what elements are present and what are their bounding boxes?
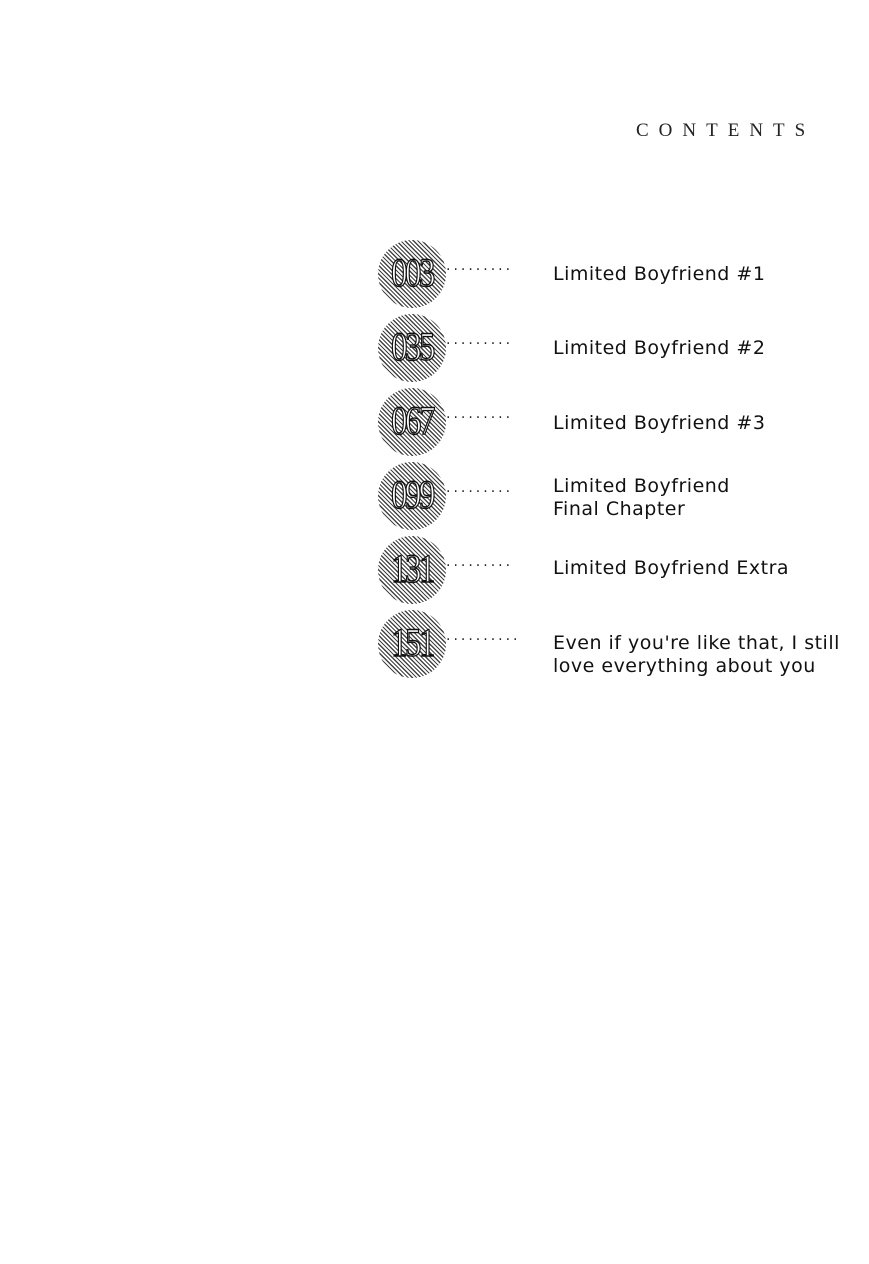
page-number-badge	[378, 240, 446, 308]
page-number-badge	[378, 462, 446, 530]
page-number-badge	[378, 610, 446, 678]
toc-entry[interactable]: 003 ········· Limited Boyfriend #1	[378, 240, 858, 308]
leader-dots: ·········	[446, 262, 514, 278]
page-number: 003	[391, 249, 436, 295]
chapter-title: Limited Boyfriend #3	[553, 412, 766, 434]
leader-dots: ·········	[446, 336, 514, 352]
page-number: 067	[391, 397, 436, 443]
contents-heading: CONTENTS	[636, 120, 816, 141]
page-number-badge	[378, 536, 446, 604]
toc-entry[interactable]: 131 ········· Limited Boyfriend Extra	[378, 536, 858, 604]
page-number: 035	[391, 323, 436, 369]
page-number: 151	[391, 619, 436, 665]
page-number-badge	[378, 314, 446, 382]
chapter-title: Limited Boyfriend #1	[553, 263, 766, 285]
toc-entry[interactable]: 151 ·········· Even if you're like that,…	[378, 610, 858, 678]
chapter-title: Limited Boyfriend #2	[553, 337, 766, 359]
leader-dots: ·········	[446, 558, 514, 574]
leader-dots: ·········	[446, 484, 514, 500]
page-number: 099	[391, 471, 436, 517]
leader-dots: ·········	[446, 410, 514, 426]
leader-dots: ··········	[446, 632, 521, 648]
toc-entry[interactable]: 067 ········· Limited Boyfriend #3	[378, 388, 858, 456]
chapter-title: Limited Boyfriend Extra	[553, 557, 790, 579]
toc-entry[interactable]: 035 ········· Limited Boyfriend #2	[378, 314, 858, 382]
page-number: 131	[391, 545, 436, 591]
page-number-badge	[378, 388, 446, 456]
